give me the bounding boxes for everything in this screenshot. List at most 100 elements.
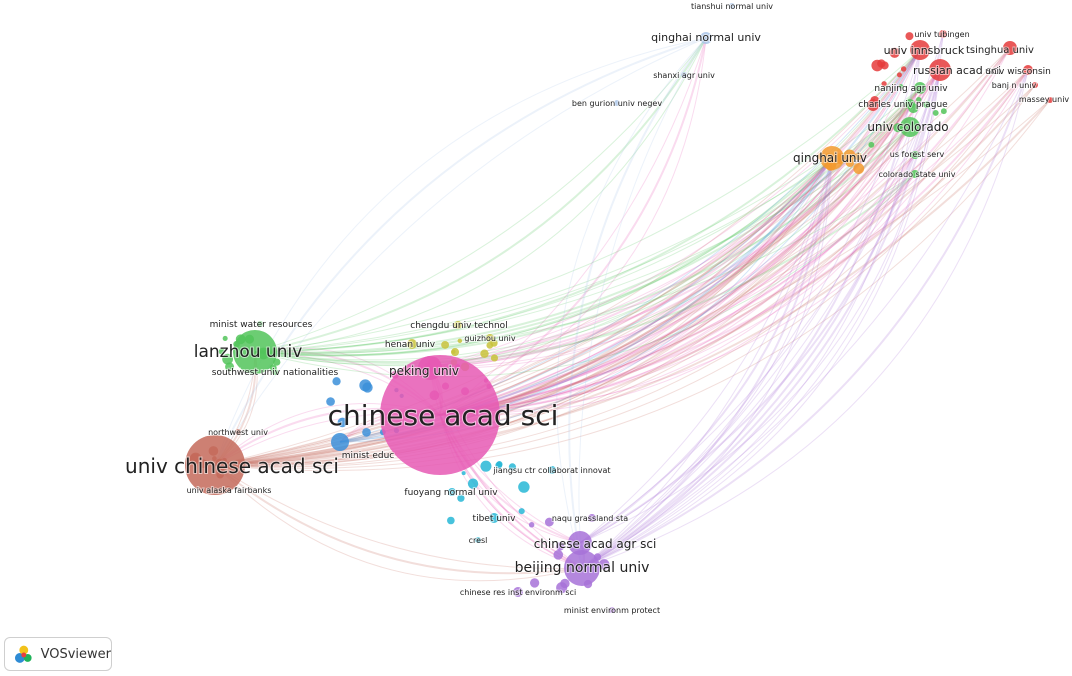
node-label: jiangsu ctr collaborat innovat [492, 466, 610, 475]
link-edge [214, 99, 1051, 467]
node-n38[interactable] [609, 607, 615, 613]
link-edge [214, 464, 583, 575]
link-edge [439, 157, 833, 416]
node-n14[interactable] [914, 82, 926, 94]
cluster-dot [222, 353, 234, 365]
node-n5[interactable] [564, 550, 600, 586]
link-edge [214, 37, 707, 466]
link-edge [439, 69, 1029, 416]
link-edge [429, 49, 921, 369]
node-n24[interactable] [257, 321, 263, 327]
node-n20[interactable] [700, 32, 712, 44]
node-label: guizhou univ [464, 334, 516, 343]
link-edge [214, 103, 911, 466]
link-edge [254, 157, 833, 357]
link-edge [254, 49, 921, 356]
link-edge [439, 173, 916, 416]
link-edge [214, 157, 833, 467]
node-label: chinese acad sci [328, 399, 559, 432]
node-label: univ wisconsin [985, 67, 1051, 77]
node-n1[interactable] [380, 355, 500, 475]
node-n10[interactable] [1003, 41, 1017, 55]
node-n32[interactable] [548, 466, 556, 474]
node-n33[interactable] [448, 488, 456, 496]
link-edge [214, 49, 921, 466]
link-edge [214, 103, 911, 466]
node-label: nanjing agr univ [874, 84, 948, 94]
node-n15[interactable] [905, 99, 915, 109]
link-edge [254, 157, 833, 353]
node-n19[interactable] [1032, 82, 1038, 88]
node-label: minist environm protect [564, 606, 660, 615]
link-edge [579, 69, 941, 544]
link-edge [579, 157, 833, 544]
node-n8[interactable] [900, 117, 920, 137]
cluster-dot [222, 335, 228, 341]
link-edge [439, 126, 911, 416]
node-n9[interactable] [910, 40, 930, 60]
node-n26[interactable] [235, 429, 241, 435]
node-n12[interactable] [1023, 65, 1033, 75]
node-label: univ innsbruck [884, 44, 965, 57]
link-edge [429, 69, 941, 369]
link-edge [214, 84, 1036, 469]
link-edge [214, 126, 911, 468]
cluster-dot [480, 349, 489, 358]
cluster-dot [868, 141, 875, 148]
node-n16[interactable] [911, 151, 919, 159]
node-n29[interactable] [486, 334, 494, 342]
link-edge [429, 69, 941, 369]
cluster-dot [854, 152, 862, 161]
link-edge [429, 49, 921, 369]
node-label: chengdu univ technol [410, 321, 507, 331]
node-n36[interactable] [588, 514, 596, 522]
node-n11[interactable] [929, 59, 951, 81]
node-label: russian acad sci [913, 64, 1001, 77]
node-n7[interactable] [820, 146, 844, 170]
link-edge [254, 157, 833, 366]
node-n21[interactable] [729, 3, 735, 9]
node-label: chinese acad agr sci [534, 537, 657, 551]
node-n30[interactable] [407, 339, 417, 349]
node-n27[interactable] [225, 486, 231, 492]
link-edge [581, 157, 833, 569]
node-n23[interactable] [614, 100, 620, 106]
cluster-dot [529, 578, 540, 588]
node-n6[interactable] [568, 531, 592, 555]
link-edge [439, 69, 1029, 416]
link-edge [439, 87, 921, 416]
node-n37[interactable] [513, 587, 523, 597]
node-n13[interactable] [939, 30, 947, 38]
node-n2[interactable] [185, 435, 245, 495]
link-edge [254, 37, 707, 353]
link-edge [581, 157, 833, 569]
node-label: lanzhou univ [194, 342, 303, 362]
link-edge [214, 69, 941, 466]
node-n4[interactable] [418, 356, 442, 380]
cluster-dot [853, 163, 865, 174]
cluster-dot [461, 471, 466, 476]
node-n25[interactable] [272, 369, 278, 375]
link-edge [439, 154, 916, 416]
cluster-dot [457, 338, 463, 344]
link-edge [439, 47, 1011, 416]
node-label: fuoyang normal univ [404, 488, 498, 498]
node-label: peking univ [389, 364, 459, 378]
node-n31[interactable] [331, 433, 349, 451]
link-edge [581, 69, 1029, 569]
node-n22[interactable] [681, 72, 687, 78]
node-n35[interactable] [475, 537, 481, 543]
link-edge [439, 87, 921, 416]
link-edge [439, 157, 833, 416]
node-label: univ colorado [867, 120, 948, 134]
node-n17[interactable] [911, 170, 919, 178]
node-n34[interactable] [489, 513, 499, 523]
node-n28[interactable] [454, 321, 462, 329]
node-n18[interactable] [1047, 97, 1053, 103]
link-edge [254, 103, 911, 355]
cluster-dot [518, 481, 530, 493]
cluster-dot [508, 463, 517, 471]
node-n3[interactable] [233, 330, 277, 374]
cluster-dot [447, 516, 455, 525]
